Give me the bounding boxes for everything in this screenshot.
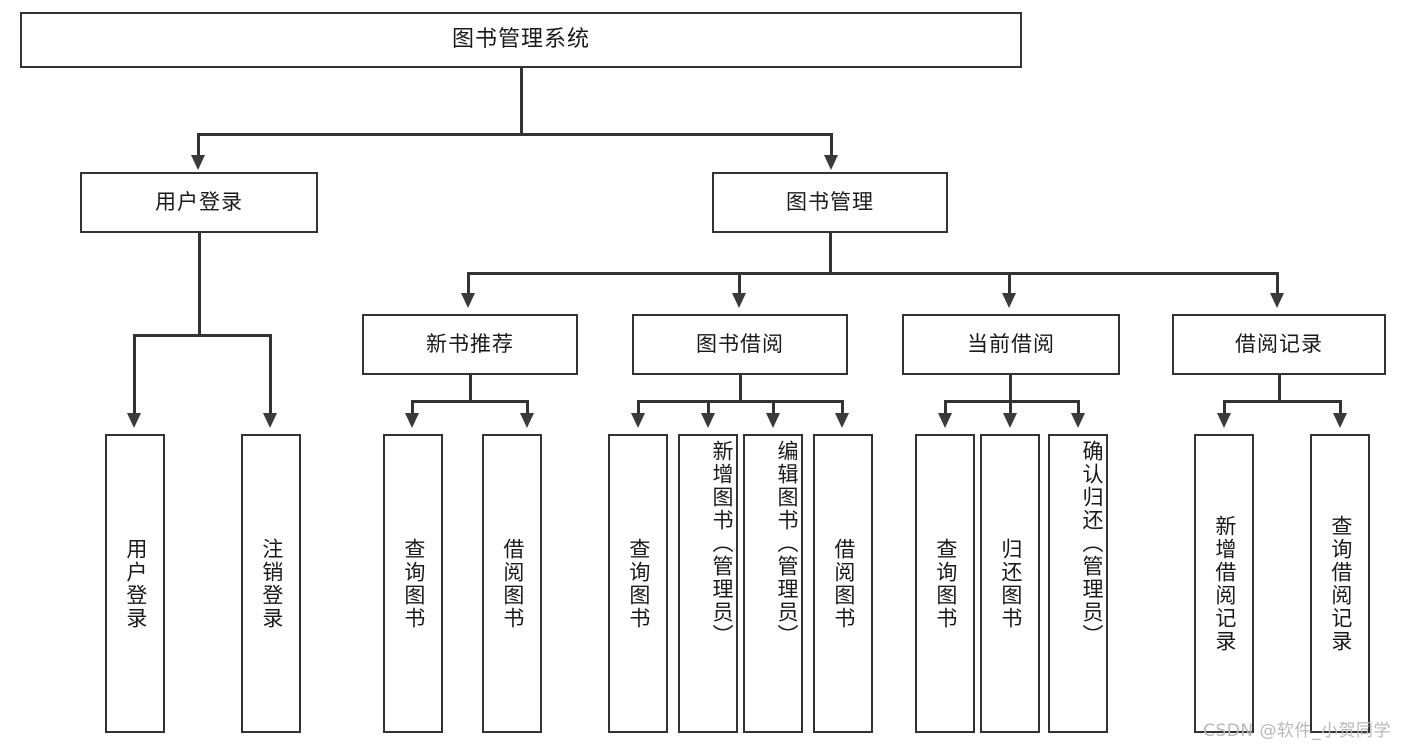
arrow-to-leaf-logout: [263, 413, 277, 428]
node-borrow-record[interactable]: 借阅记录: [1172, 314, 1386, 375]
connector-recommend-stem: [469, 375, 472, 402]
connector-book-manage-drop-2: [738, 272, 741, 294]
arrow-to-current-borrow: [1002, 293, 1016, 308]
node-label: 借阅记录: [1235, 331, 1323, 356]
arrow-to-user-login: [191, 155, 205, 170]
node-label: 图书管理: [786, 189, 874, 214]
node-user-login[interactable]: 用户登录: [80, 172, 318, 233]
connector-current-drop-2: [1009, 400, 1012, 415]
connector-book-manage-drop-1: [467, 272, 470, 294]
connector-root-drop-right: [830, 133, 833, 157]
connector-book-manage-stem: [829, 233, 832, 275]
leaf-label: 借阅图书: [500, 537, 525, 630]
node-new-book-recommend[interactable]: 新书推荐: [362, 314, 578, 375]
connector-current-drop-3: [1077, 400, 1080, 415]
connector-recommend-drop-2: [526, 400, 529, 415]
arrow-to-book-borrow: [732, 293, 746, 308]
connector-book-manage-bus: [467, 272, 1279, 275]
node-current-borrow[interactable]: 当前借阅: [902, 314, 1120, 375]
node-book-management[interactable]: 图书管理: [712, 172, 948, 233]
node-label: 新书推荐: [426, 331, 514, 356]
leaf-label: 确认归还（管理员）: [1080, 440, 1104, 647]
connector-borrow-drop-3: [772, 400, 775, 415]
arrow-to-leaf-confirm-return: [1071, 413, 1085, 428]
leaf-label: 新增借阅记录: [1212, 514, 1237, 653]
connector-borrow-drop-2: [707, 400, 710, 415]
leaf-edit-book-admin[interactable]: 编辑图书（管理员）: [743, 434, 803, 733]
leaf-confirm-return-admin[interactable]: 确认归还（管理员）: [1048, 434, 1108, 733]
arrow-to-borrow-record: [1270, 293, 1284, 308]
arrow-to-leaf-query-book-1: [405, 413, 419, 428]
connector-record-drop-2: [1339, 400, 1342, 415]
leaf-return-book[interactable]: 归还图书: [980, 434, 1040, 733]
connector-current-bus: [944, 400, 1079, 403]
leaf-label: 编辑图书（管理员）: [775, 440, 799, 647]
connector-record-stem: [1278, 375, 1281, 402]
leaf-label: 用户登录: [123, 537, 148, 630]
leaf-label: 借阅图书: [831, 537, 856, 630]
leaf-borrow-book-recommend[interactable]: 借阅图书: [482, 434, 542, 733]
arrow-to-leaf-user-login: [127, 413, 141, 428]
node-book-borrow[interactable]: 图书借阅: [632, 314, 848, 375]
leaf-logout[interactable]: 注销登录: [241, 434, 301, 733]
arrow-to-leaf-return-book: [1003, 413, 1017, 428]
leaf-user-login[interactable]: 用户登录: [105, 434, 165, 733]
connector-root-stem: [520, 68, 523, 134]
arrow-to-leaf-query-record: [1333, 413, 1347, 428]
arrow-to-leaf-borrow-book-1: [520, 413, 534, 428]
leaf-query-borrow-record[interactable]: 查询借阅记录: [1310, 434, 1370, 733]
leaf-label: 新增图书（管理员）: [710, 440, 734, 647]
leaf-query-book-current[interactable]: 查询图书: [915, 434, 975, 733]
connector-book-manage-drop-4: [1276, 272, 1279, 294]
leaf-label: 注销登录: [259, 537, 284, 630]
arrow-to-leaf-borrow-book-2: [835, 413, 849, 428]
connector-book-manage-drop-3: [1008, 272, 1011, 294]
connector-recommend-drop-1: [411, 400, 414, 415]
connector-borrow-drop-4: [841, 400, 844, 415]
leaf-query-book-borrow[interactable]: 查询图书: [608, 434, 668, 733]
connector-borrow-drop-1: [637, 400, 640, 415]
connector-record-bus: [1223, 400, 1341, 403]
arrow-to-book-manage: [824, 155, 838, 170]
connector-current-stem: [1009, 375, 1012, 402]
connector-record-drop-1: [1223, 400, 1226, 415]
connector-borrow-bus: [637, 400, 843, 403]
leaf-label: 查询借阅记录: [1328, 514, 1353, 653]
connector-borrow-stem: [739, 375, 742, 402]
leaf-label: 归还图书: [998, 537, 1023, 630]
node-root-system[interactable]: 图书管理系统: [20, 12, 1022, 68]
connector-current-drop-1: [944, 400, 947, 415]
arrow-to-leaf-query-book-3: [938, 413, 952, 428]
arrow-to-leaf-query-book-2: [631, 413, 645, 428]
leaf-label: 查询图书: [401, 537, 426, 630]
watermark-text: CSDN @软件_小贺同学: [1203, 721, 1391, 741]
connector-root-drop-left: [197, 133, 200, 157]
leaf-add-borrow-record[interactable]: 新增借阅记录: [1194, 434, 1254, 733]
node-label: 当前借阅: [967, 331, 1055, 356]
leaf-label: 查询图书: [933, 537, 958, 630]
connector-user-login-drop-1: [133, 334, 136, 415]
node-label: 图书管理系统: [451, 26, 590, 52]
connector-user-login-stem: [198, 233, 201, 336]
leaf-add-book-admin[interactable]: 新增图书（管理员）: [678, 434, 738, 733]
node-label: 图书借阅: [696, 331, 784, 356]
arrow-to-leaf-add-record: [1217, 413, 1231, 428]
leaf-query-book-recommend[interactable]: 查询图书: [383, 434, 443, 733]
connector-recommend-bus: [411, 400, 528, 403]
leaf-borrow-book[interactable]: 借阅图书: [813, 434, 873, 733]
connector-user-login-drop-2: [269, 334, 272, 415]
connector-root-bus: [197, 133, 833, 136]
leaf-label: 查询图书: [626, 537, 651, 630]
arrow-to-leaf-edit-book: [766, 413, 780, 428]
node-label: 用户登录: [155, 189, 243, 214]
connector-user-login-bus: [133, 334, 271, 337]
arrow-to-new-book-recommend: [461, 293, 475, 308]
arrow-to-leaf-add-book: [701, 413, 715, 428]
